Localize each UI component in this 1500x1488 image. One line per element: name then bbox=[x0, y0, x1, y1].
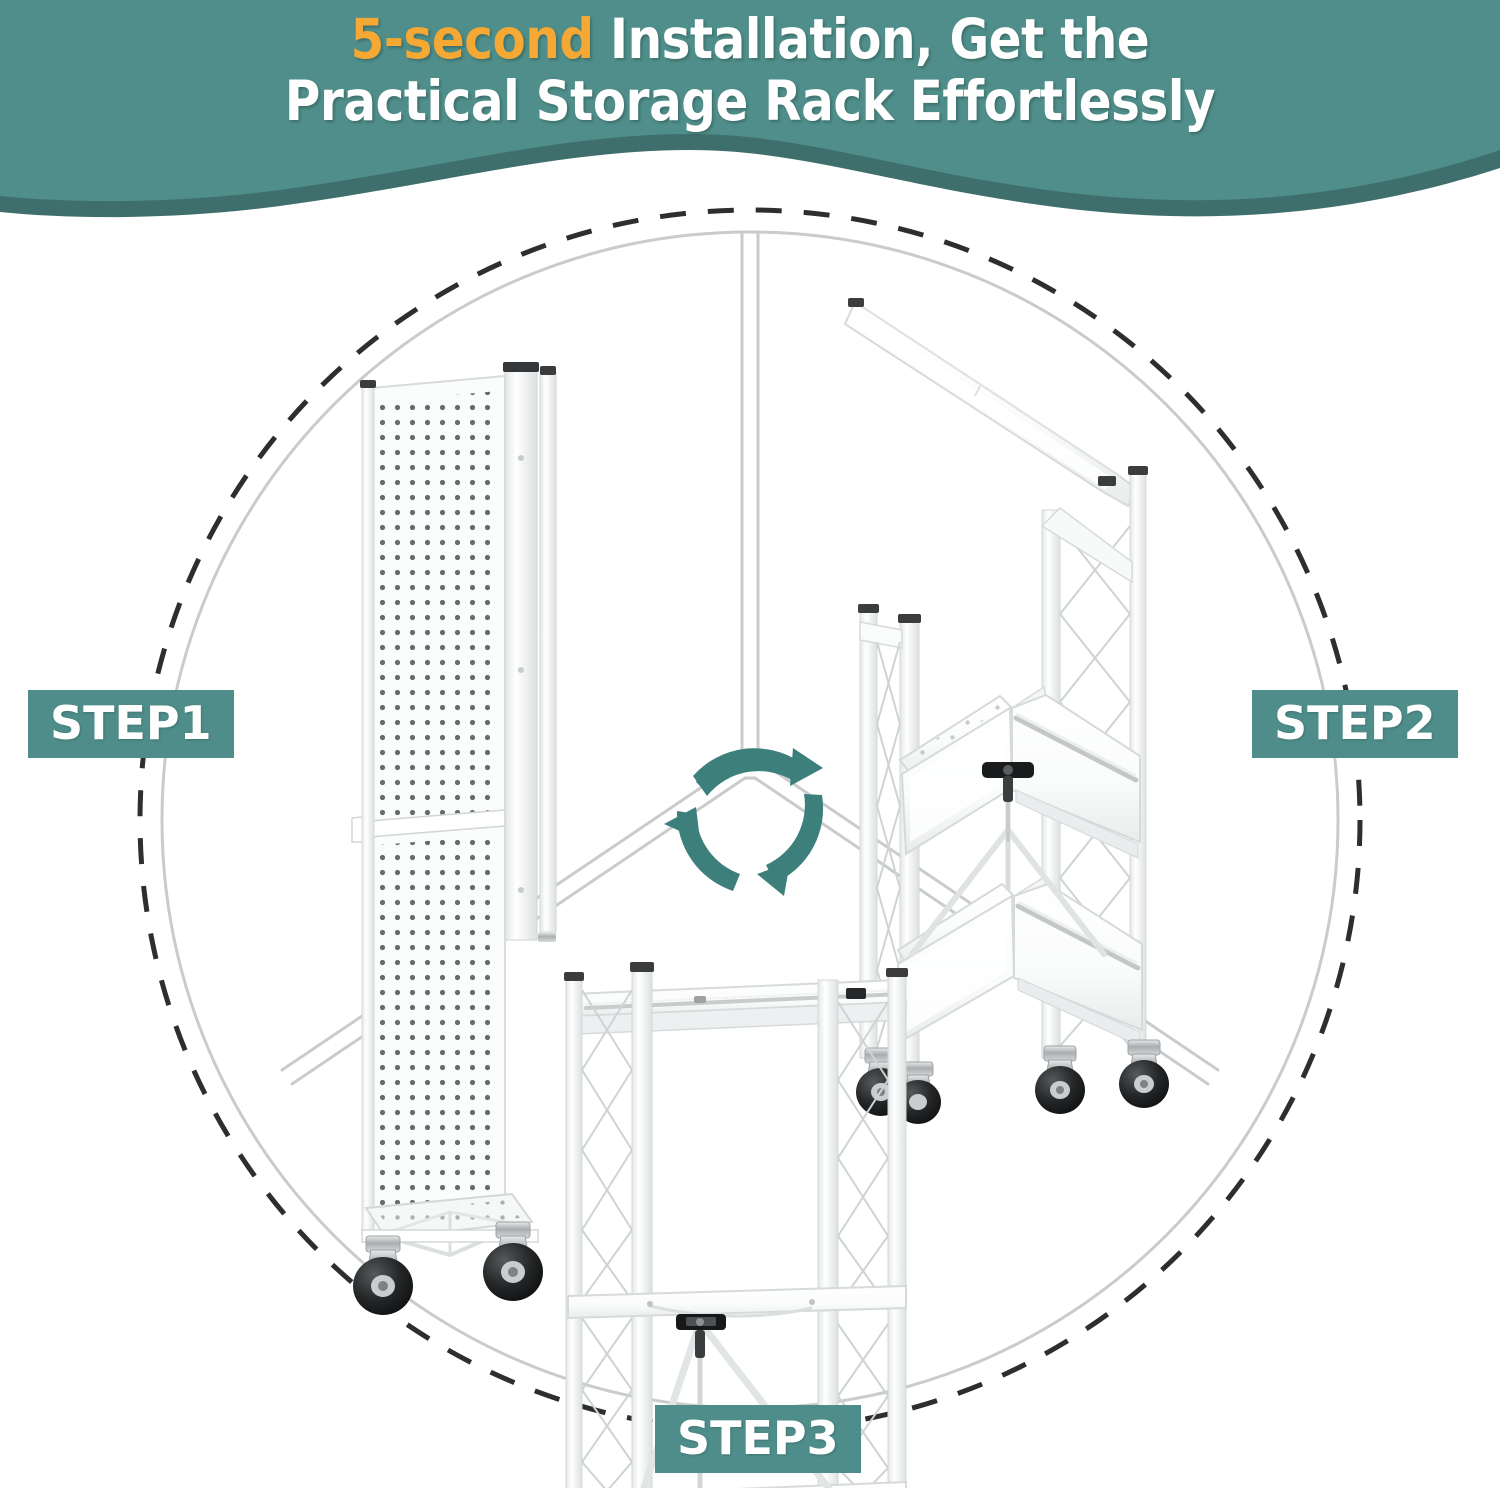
step1-caster-rear bbox=[538, 932, 556, 942]
step1-caster-front-right bbox=[483, 1221, 543, 1301]
step3-posts bbox=[564, 962, 908, 1488]
step1-bottom-rail bbox=[361, 1229, 539, 1243]
steps-diagram bbox=[0, 190, 1500, 1488]
step-label-2: STEP2 bbox=[1252, 690, 1458, 758]
header-banner: 5-second Installation, Get the Practical… bbox=[0, 0, 1500, 232]
step-label-3: STEP3 bbox=[655, 1405, 861, 1473]
diagram-canvas bbox=[137, 207, 1363, 1488]
step2-top-shelf bbox=[843, 298, 1140, 508]
step2-bottom-shelf-right bbox=[1013, 874, 1143, 1047]
title-accent-text: 5-second bbox=[350, 7, 594, 71]
step-label-1: STEP1 bbox=[28, 690, 234, 758]
page-title: 5-second Installation, Get the Practical… bbox=[90, 8, 1410, 132]
step3-bottom-shelf bbox=[736, 1480, 907, 1488]
dashed-outer-circle bbox=[137, 207, 1363, 1433]
step1-left-frame bbox=[360, 380, 376, 1239]
step1-caster-front-left bbox=[353, 1235, 413, 1315]
step1-pegboard-panel bbox=[351, 374, 506, 1236]
step3-right-bracing bbox=[837, 1001, 889, 1488]
step2-middle-shelf-right bbox=[1011, 685, 1141, 859]
step3-middle-shelf bbox=[567, 1284, 907, 1320]
step3-left-bracing bbox=[581, 989, 633, 1488]
step2-folding-brace bbox=[909, 762, 1107, 957]
cycle-arrows-icon bbox=[664, 748, 824, 896]
wave-main-layer bbox=[0, 0, 1500, 202]
title-line1-rest: Installation, Get the bbox=[593, 7, 1150, 71]
step1-front-post bbox=[503, 362, 539, 941]
step1-rear-post bbox=[539, 366, 557, 933]
step1-rack-illustration bbox=[351, 362, 557, 1315]
inner-guide-circle bbox=[160, 230, 1340, 1410]
step3-rack-illustration bbox=[564, 962, 908, 1488]
header-wave-background bbox=[0, 0, 1500, 218]
title-line2: Practical Storage Rack Effortlessly bbox=[284, 69, 1216, 133]
